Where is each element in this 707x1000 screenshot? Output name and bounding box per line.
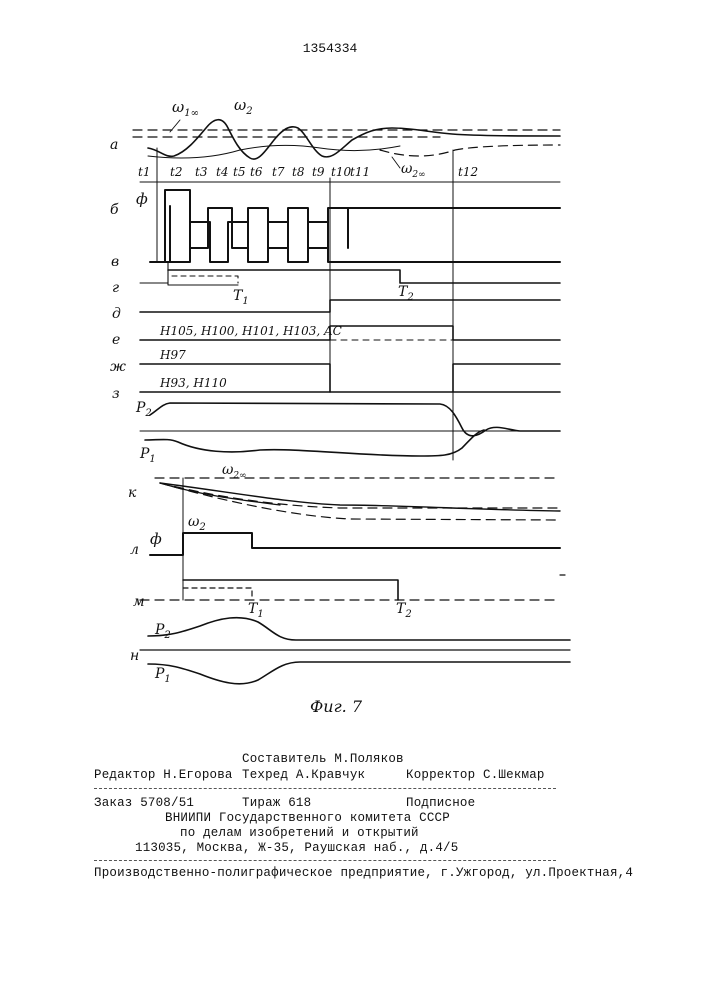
figure-caption: Фиг. 7: [310, 697, 363, 716]
P1-label-lower: P1: [154, 666, 171, 685]
imprint-address: 113035, Москва, Ж-35, Раушская наб., д.4…: [135, 841, 458, 855]
imprint-institute: ВНИИПИ Государственного комитета СССР: [165, 811, 450, 825]
row-label-k: к: [128, 485, 137, 501]
t-label-1: t1: [138, 165, 150, 179]
imprint-corrector: Корректор С.Шекмар: [406, 768, 545, 782]
imprint-circulation: Тираж 618: [242, 796, 311, 810]
T1-label-lower: T1: [248, 601, 264, 620]
P1-label-upper: P1: [139, 446, 156, 465]
t-label-11: t11: [350, 165, 370, 179]
t-label-2: t2: [170, 165, 182, 179]
patent-number: 1354334: [303, 41, 358, 56]
signal-zh-label: H97: [159, 348, 186, 362]
row-label-g: г: [112, 280, 119, 296]
omega2inf-label-lower: ω2∞: [222, 462, 247, 481]
row-l-signal: [150, 533, 565, 575]
imprint-printer: Производственно-полиграфическое предприя…: [94, 866, 633, 880]
row-b-pulse-train: [157, 190, 560, 262]
row-k-curves: [155, 478, 560, 520]
t-label-7: t7: [272, 165, 285, 179]
P2-label-upper: P2: [135, 400, 152, 419]
row-label-m: м: [133, 594, 145, 610]
row-label-d: д: [112, 306, 121, 322]
pressure-curves-upper: [140, 403, 560, 456]
imprint-editor: Редактор Н.Егорова: [94, 768, 233, 782]
omega2-label-upper: ω2: [234, 96, 253, 117]
row-a-curves: [133, 120, 560, 168]
row-label-z: з: [112, 386, 120, 402]
t-label-5: t5: [233, 165, 245, 179]
row-label-e: е: [112, 332, 120, 348]
row-label-v: в: [111, 254, 119, 270]
P2-label-lower: P2: [154, 622, 171, 641]
t-label-3: t3: [195, 165, 208, 179]
row-label-a: а: [110, 137, 118, 153]
imprint-techred: Техред А.Кравчук: [242, 768, 365, 782]
imprint-divider-1: [94, 788, 556, 789]
t-label-6: t6: [250, 165, 263, 179]
phi-label-upper: ф: [136, 190, 148, 208]
omega2inf-label-upper: ω2∞: [401, 161, 426, 180]
row-m-signal: [140, 580, 560, 600]
row-label-n: н: [130, 648, 139, 664]
pressure-curves-lower: [140, 618, 570, 684]
T2-label-lower: T2: [396, 601, 412, 620]
imprint-department: по делам изобретений и открытий: [180, 826, 419, 840]
row-v-pulses: [150, 222, 560, 262]
T1-label-upper: T1: [233, 288, 249, 307]
imprint-subscription: Подписное: [406, 796, 475, 810]
t-label-12: t12: [458, 165, 478, 179]
omega1inf-label: ω1∞: [172, 98, 199, 119]
imprint-order: Заказ 5708/51: [94, 796, 194, 810]
signal-z-label: H93, H110: [159, 376, 227, 390]
omega2-wave: [148, 120, 560, 159]
signal-e-label: H105, H100, H101, H103, AC: [159, 324, 342, 338]
phi-label-lower: ф: [150, 530, 162, 548]
imprint-divider-2: [94, 860, 556, 861]
row-label-l: л: [130, 542, 139, 558]
time-markers-upper: [157, 148, 453, 460]
t-label-8: t8: [292, 165, 305, 179]
t-label-9: t9: [312, 165, 325, 179]
row-label-b: б: [110, 202, 119, 218]
row-d-signal: [140, 300, 560, 312]
t-label-4: t4: [216, 165, 228, 179]
omega2-label-lower: ω2: [188, 514, 206, 533]
imprint-compiler: Составитель М.Поляков: [242, 752, 404, 766]
row-g-signal: [140, 262, 560, 285]
row-label-zh: ж: [110, 359, 126, 375]
t-label-10: t10: [331, 165, 351, 179]
